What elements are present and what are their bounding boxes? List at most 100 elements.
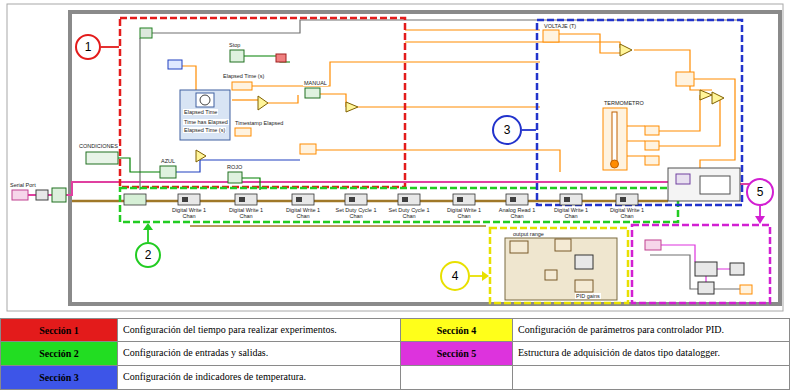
stop-button [230,50,244,62]
pid-control [575,280,593,292]
manual-control [305,88,320,98]
control-label: PID gains [575,293,601,299]
stop-indicator [276,54,286,62]
datalog-subvi [698,282,714,294]
callout-number: 4 [452,269,459,283]
datalog-subvi [730,263,744,275]
icon-glyph [182,197,188,202]
pid-subvi [575,255,593,269]
legend-text: Sección 5 [437,348,477,359]
leader-arrowhead [482,271,489,281]
voltage-indicator [543,30,559,42]
numeric-constant [168,60,182,69]
subvi-label: Digital Write 1 Chan [167,207,211,220]
time-indicator [232,82,252,90]
table-cell: Configuración de entradas y salidas. [123,347,395,359]
subvi-icon [616,194,638,205]
datalog-constant [740,285,752,294]
subvi-label: Analog Read 1 Chan [495,207,539,220]
cluster-box [668,168,740,201]
subvi-label: Digital Write 1 Chan [605,207,649,220]
math-node [620,44,632,56]
subvi-icon [398,194,420,205]
logic-node [196,150,206,162]
terminal-label: Time has Elapsed [183,119,229,125]
wire [661,245,730,282]
numeric-indicator [645,156,659,165]
cluster-element [700,176,730,194]
numeric-indicator [645,141,659,150]
section-3-outline [537,20,742,205]
wire [176,160,300,172]
callout-circle: 3 [492,115,522,145]
control-label: Serial Port [9,182,37,188]
express-vi-title: Elapsed Time [183,109,218,115]
leader-line [470,275,483,277]
subvi-label: Set Duty Cycle 1 Chan [387,207,431,220]
serial-port-control [12,190,28,200]
icon-glyph [620,197,626,202]
wire [190,225,486,227]
level-indicator [676,72,694,86]
wire [146,20,740,33]
math-node [700,90,712,100]
legend-swatch: Sección 4 [401,319,512,341]
wire [118,158,160,172]
table-cell: Estructura de adquisición de datos tipo … [518,347,784,359]
thermometer-bulb [611,160,619,168]
wire [300,150,560,172]
table-rule [0,341,790,342]
section-1-outline [120,18,405,187]
linx-open-subvi [124,194,146,205]
subvi-label: Digital Write 1 Chan [281,207,325,220]
indicator-label: Elapsed Time (s) [222,73,265,79]
icon-glyph [296,197,302,202]
wire [320,94,346,107]
callout-number: 2 [145,248,152,262]
pid-control [510,241,528,253]
legend-text: Sección 2 [39,348,79,359]
icon-glyph [402,197,408,202]
timestamp-indicator [235,128,251,136]
callout-circle: 4 [440,261,470,291]
azul-control [160,166,176,178]
section-5-outline [632,225,770,303]
constant [140,28,152,38]
callout-circle: 2 [135,242,161,268]
subvi-label: Set Duty Cycle 1 Chan [334,207,378,220]
thermometer-bar [612,112,617,162]
case-constant [300,144,316,154]
wire [139,38,140,190]
legend-swatch: Sección 1 [1,319,117,341]
control-label: MANUAL [303,80,328,86]
math-node [712,92,724,104]
table-rule [0,365,790,366]
legend-text: Sección 1 [39,325,79,336]
indicator-label: Timestamp Elapsed [234,120,284,126]
datalog-control [645,240,661,250]
wire [358,106,540,107]
legend-swatch: Sección 2 [1,342,117,365]
icon-glyph [349,197,355,202]
table-cell: Configuración de indicadores de temperat… [123,371,395,383]
callout-number: 1 [85,40,92,54]
subvi-icon [506,194,528,205]
leader-arrowhead [143,223,153,230]
visa-icon [36,190,48,200]
cluster-element [676,174,690,184]
wire [405,29,540,30]
clock-face [200,95,210,105]
pid-frame [505,238,617,300]
condiciones-control [86,152,118,164]
callout-number: 5 [757,185,764,199]
wire [694,79,735,168]
leader-line [522,129,536,131]
table-rule [512,318,513,390]
wire [232,99,258,100]
linx-open-icon [52,188,66,202]
control-label: output range [512,231,545,237]
subvi-label: Digital Write 1 Chan [549,207,593,220]
diagram-frame [7,4,783,311]
